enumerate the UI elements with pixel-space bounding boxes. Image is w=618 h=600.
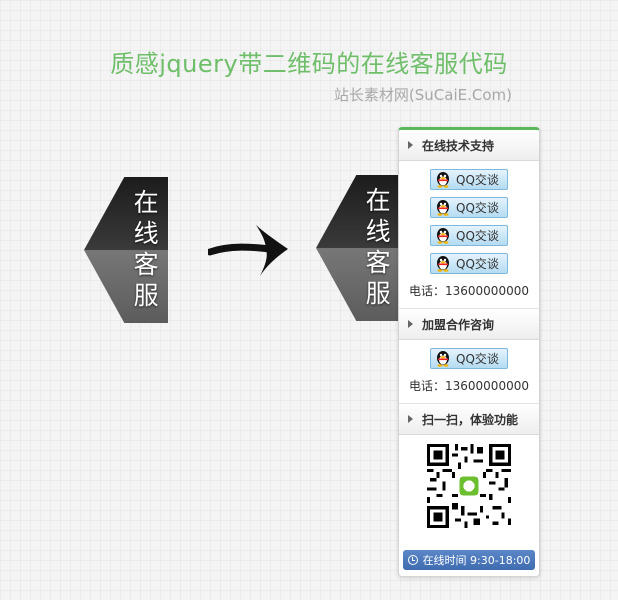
tab-char: 线 (133, 219, 159, 248)
qq-penguin-icon (437, 256, 449, 272)
section-header-business[interactable]: 加盟合作咨询 (399, 309, 539, 340)
triangle-right-icon (408, 320, 413, 328)
qq-chat-button[interactable]: QQ交谈 (430, 197, 508, 218)
customer-service-tab-preview[interactable]: 在 线 客 服 (84, 177, 168, 323)
phone-number: 电话：13600000000 (409, 379, 529, 393)
section-title: 扫一扫，体验功能 (422, 412, 519, 427)
tab-char: 客 (133, 250, 159, 279)
section-body-tech-support: QQ交谈 QQ交谈 QQ交谈 QQ交谈 电话：13600000000 (399, 161, 539, 309)
qq-penguin-icon (437, 228, 449, 244)
online-hours-text: 在线时间 9:30-18:00 (422, 554, 531, 567)
tab-char: 在 (133, 188, 159, 217)
qq-chat-button[interactable]: QQ交谈 (430, 253, 508, 274)
section-title: 加盟合作咨询 (422, 317, 495, 332)
qr-code-container (399, 435, 539, 533)
qq-chat-label: QQ交谈 (456, 201, 499, 215)
section-header-scan[interactable]: 扫一扫，体验功能 (399, 404, 539, 435)
tab-char: 线 (365, 217, 391, 246)
qq-chat-button[interactable]: QQ交谈 (430, 348, 508, 369)
online-hours-bar: 在线时间 9:30-18:00 (403, 550, 535, 570)
customer-service-panel: 在线技术支持 QQ交谈 QQ交谈 QQ交谈 QQ交谈 电话：1360000000… (398, 127, 540, 577)
qq-chat-button[interactable]: QQ交谈 (430, 169, 508, 190)
qq-penguin-icon (437, 200, 449, 216)
page-title: 质感jquery带二维码的在线客服代码 (110, 50, 508, 78)
qq-chat-label: QQ交谈 (456, 173, 499, 187)
tab-label: 在 线 客 服 (356, 185, 400, 309)
phone-number: 电话：13600000000 (409, 284, 529, 298)
arrow-right-icon (208, 225, 288, 276)
tab-char: 服 (365, 279, 391, 308)
tab-char: 在 (365, 186, 391, 215)
qq-chat-button[interactable]: QQ交谈 (430, 225, 508, 246)
tab-char: 客 (365, 248, 391, 277)
section-header-tech-support[interactable]: 在线技术支持 (399, 130, 539, 161)
qq-penguin-icon (437, 172, 449, 188)
tab-char: 服 (133, 281, 159, 310)
section-title: 在线技术支持 (422, 138, 495, 153)
qq-penguin-icon (437, 351, 449, 367)
qr-code-icon (424, 441, 514, 531)
qq-chat-label: QQ交谈 (456, 257, 499, 271)
triangle-right-icon (408, 141, 413, 149)
customer-service-tab[interactable]: 在 线 客 服 (316, 175, 400, 321)
triangle-right-icon (408, 415, 413, 423)
clock-icon (407, 555, 418, 565)
qq-chat-label: QQ交谈 (456, 229, 499, 243)
qq-chat-label: QQ交谈 (456, 352, 499, 366)
section-body-business: QQ交谈 电话：13600000000 (399, 340, 539, 404)
page-subtitle: 站长素材网(SuCaiE.Com) (333, 86, 512, 104)
tab-label: 在 线 客 服 (124, 187, 168, 311)
